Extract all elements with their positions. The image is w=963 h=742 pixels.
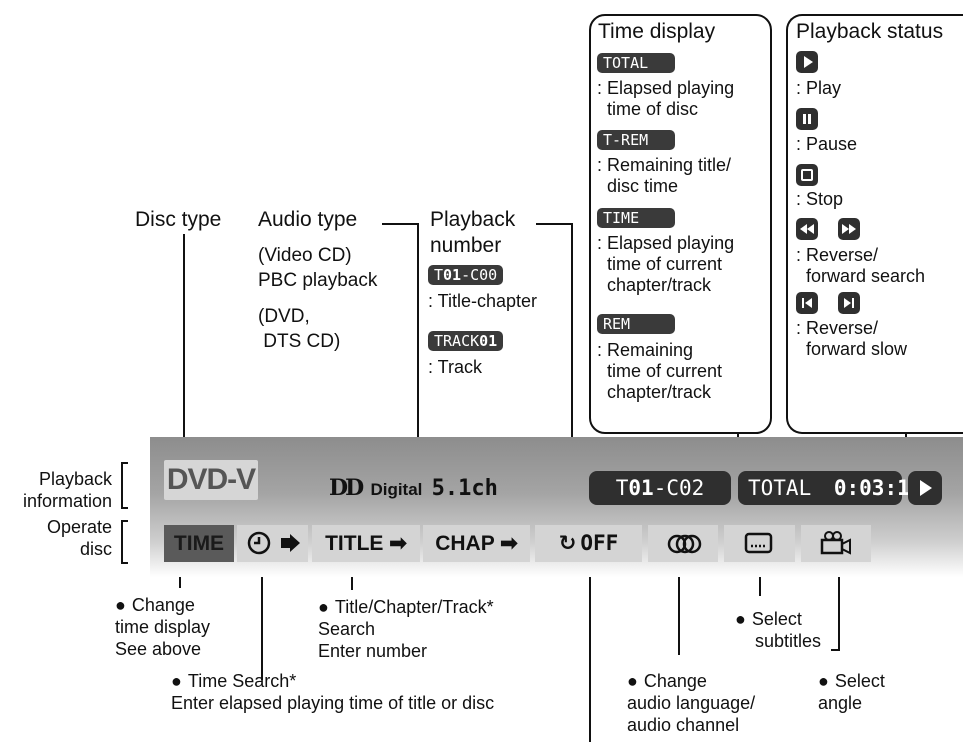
track-desc: : Track [428, 357, 483, 377]
time-tag-total: TOTAL [597, 53, 675, 73]
audio-channels-text: 5.1ch [431, 476, 498, 501]
repeat-off-label: OFF [580, 531, 619, 555]
slow-desc: : Reverse/ forward slow [796, 318, 908, 359]
camera-icon [820, 531, 851, 555]
forward-search-icon [838, 218, 860, 240]
audio-dts-label: DTS CD) [258, 331, 341, 352]
audio-type-display: DD Digital 5.1ch [329, 475, 498, 501]
title-chapter-tag: T01-C00 [428, 265, 504, 285]
title-chapter-desc: : Title-chapter [428, 291, 538, 311]
chap-button-label: CHAP [435, 532, 495, 555]
audio-digital-text: Digital [370, 480, 423, 499]
chap-arrow-icon: ➡ [494, 532, 518, 555]
audio-button[interactable] [648, 525, 718, 562]
change-audio-label: Change audio language/ audio channel [627, 670, 755, 736]
time-search-icons [247, 531, 300, 555]
time-desc-time: : Elapsed playing time of current chapte… [597, 233, 735, 295]
stop-desc: : Stop [796, 189, 844, 209]
reverse-search-icon [796, 218, 818, 240]
time-tag-t-rem: T-REM [597, 130, 675, 150]
time-button[interactable]: TIME [164, 525, 234, 562]
playback-information-label: Playback information [22, 469, 112, 511]
audio-type-label: Audio type [258, 208, 358, 231]
subtitle-icon [744, 532, 773, 554]
time-desc-rem: : Remaining time of current chapter/trac… [597, 340, 723, 402]
stop-icon [796, 164, 818, 186]
time-mode-text: TOTAL [748, 476, 812, 500]
select-angle-label: Select angle [818, 670, 885, 714]
dolby-logo: DD [329, 475, 364, 501]
time-tag-time: TIME [597, 208, 675, 228]
title-search-button[interactable]: TITLE ➡ [312, 525, 420, 562]
disc-type-label: Disc type [135, 208, 222, 231]
playback-number-display: T01-C02 [589, 471, 731, 505]
chapter-search-button[interactable]: CHAP ➡ [423, 525, 530, 562]
time-desc-total: : Elapsed playing time of disc [597, 78, 735, 119]
pause-icon [796, 108, 818, 130]
search-desc: : Reverse/ forward search [796, 245, 926, 286]
time-display: TOTAL 0:03:15 [738, 471, 922, 505]
time-desc-t-rem: : Remaining title/ disc time [597, 155, 732, 196]
title-button-label: TITLE [325, 532, 384, 555]
audio-pbc-label: PBC playback [258, 270, 378, 291]
select-subtitles-label: Select subtitles [735, 608, 821, 652]
audio-video-cd-label: (Video CD) [258, 245, 352, 266]
playback-status-title: Playback status [796, 20, 944, 43]
playback-number-label-1: Playback [430, 208, 516, 231]
audio-channel-icon [667, 534, 702, 554]
time-value-text: 0:03:15 [833, 476, 923, 500]
play-desc: : Play [796, 78, 842, 98]
change-time-display-label: Change time display See above [115, 594, 210, 660]
play-icon [796, 51, 818, 73]
play-status-icon [920, 480, 932, 496]
title-arrow-icon: ➡ [383, 532, 407, 555]
repeat-icon: ↻ [558, 531, 577, 555]
playback-status-display [908, 471, 942, 505]
track-tag: TRACK01 [428, 331, 504, 351]
forward-slow-icon [838, 292, 860, 314]
repeat-button[interactable]: ↻OFF [535, 525, 642, 562]
disc-type-display: DVD-V [164, 460, 258, 500]
pause-desc: : Pause [796, 134, 858, 154]
audio-dvd-label: (DVD, [258, 306, 310, 327]
playback-number-label-2: number [430, 234, 502, 257]
operate-disc-label: Operate disc [46, 517, 112, 559]
title-chapter-search-label: Title/Chapter/Track* Search Enter number [318, 596, 494, 662]
subtitle-button[interactable] [724, 525, 795, 562]
time-display-title: Time display [598, 20, 716, 43]
angle-button[interactable] [801, 525, 871, 562]
time-tag-rem: REM [597, 314, 675, 334]
time-search-button[interactable] [237, 525, 308, 562]
reverse-slow-icon [796, 292, 818, 314]
time-search-label: Time Search* Enter elapsed playing time … [171, 670, 494, 714]
